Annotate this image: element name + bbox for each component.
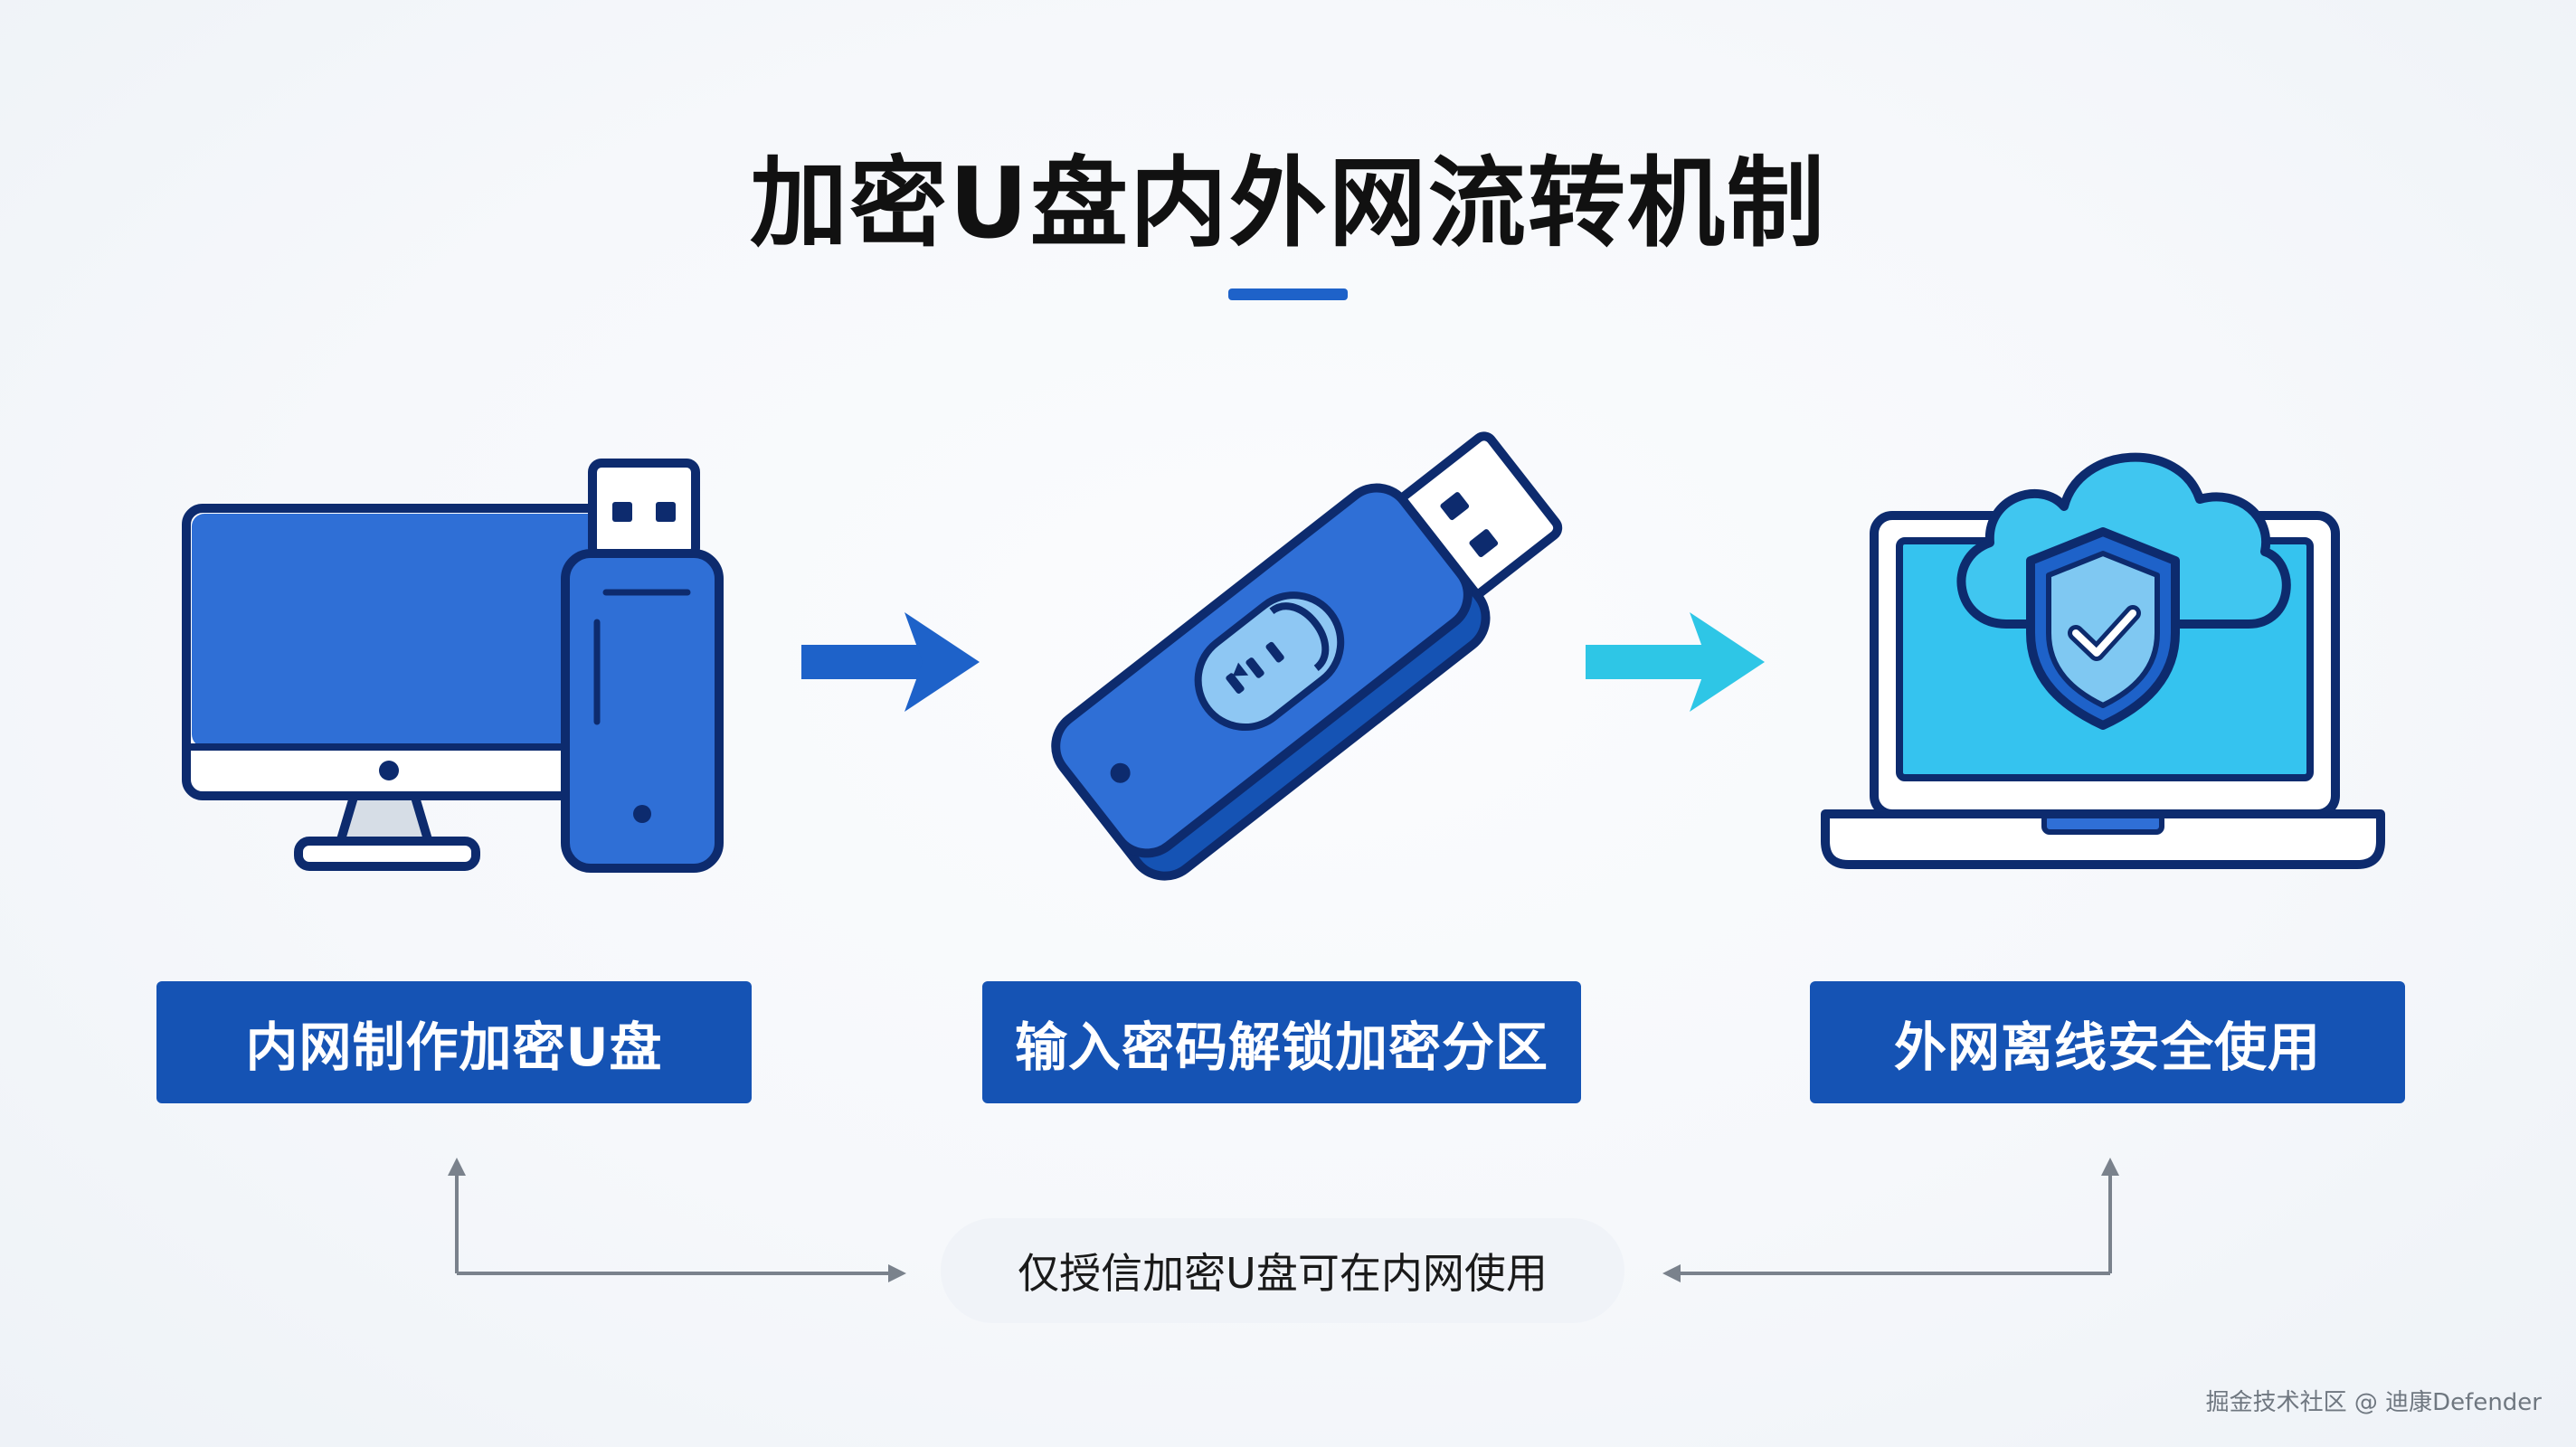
step-label-make-encrypted-usb: 内网制作加密U盘 xyxy=(156,981,752,1103)
step-label-offline-use: 外网离线安全使用 xyxy=(1810,981,2405,1103)
page-title: 加密U盘内外网流转机制 xyxy=(750,147,1826,260)
flow-arrow-2 xyxy=(1586,612,1765,712)
title-underline xyxy=(1228,288,1348,300)
watermark: 掘金技术社区 @ 迪康Defender xyxy=(2205,1389,2542,1416)
flow-arrow-1 xyxy=(801,612,980,712)
connector-right xyxy=(1662,1158,2119,1282)
security-shield-icon xyxy=(2026,527,2180,730)
usb-drive-icon xyxy=(561,459,724,873)
connector-left xyxy=(448,1158,906,1282)
desktop-with-usb-icon xyxy=(182,459,724,873)
trusted-usb-note: 仅授信加密U盘可在内网使用 xyxy=(941,1218,1624,1323)
laptop-cloud-shield-icon xyxy=(1821,452,2385,869)
step-label-unlock-partition: 输入密码解锁加密分区 xyxy=(982,981,1581,1103)
locked-usb-drive-icon xyxy=(1051,431,1563,881)
